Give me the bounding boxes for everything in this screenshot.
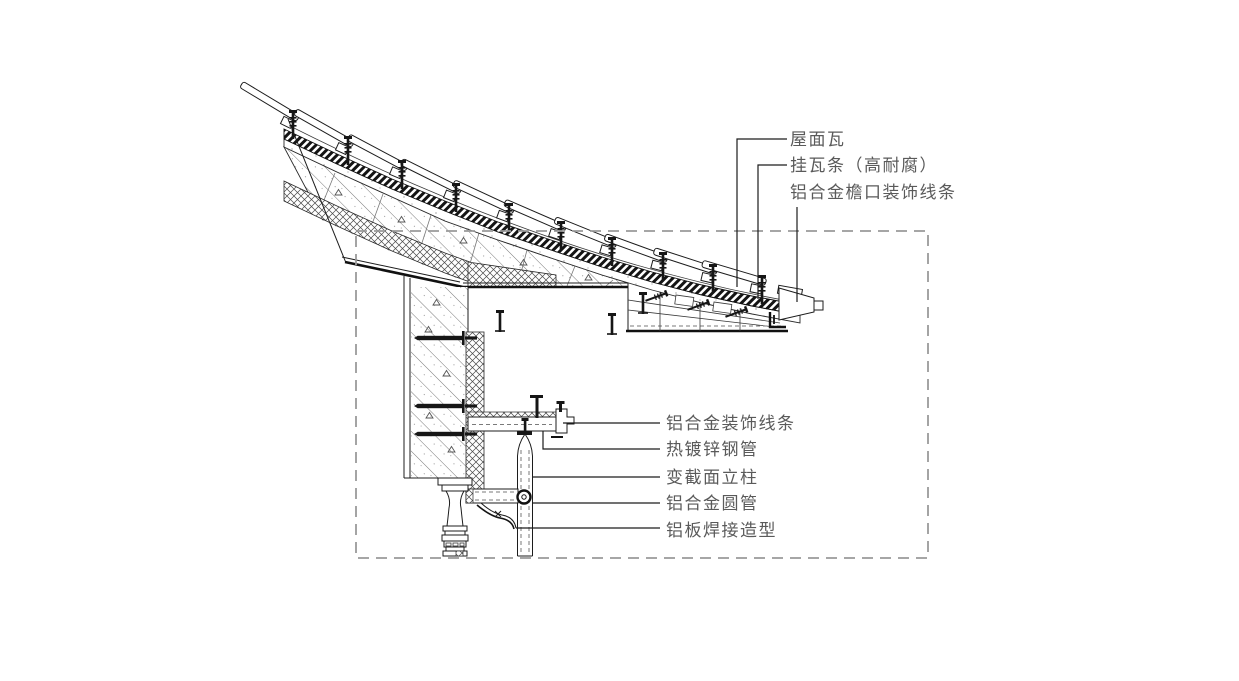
label-alu-tube: 铝合金圆管	[666, 494, 759, 513]
tapered-post	[517, 433, 533, 557]
label-tile-batten: 挂瓦条（高耐腐）	[790, 156, 938, 175]
welded-plate	[476, 502, 517, 530]
leader-roof-tile	[736, 138, 787, 287]
batten-line	[289, 125, 801, 304]
soffit-gap	[284, 202, 470, 288]
horizontal-tube	[465, 488, 519, 504]
cornice-line	[344, 260, 464, 289]
wall-insulation-strip	[465, 331, 485, 491]
round-tube	[516, 489, 532, 505]
leader-lines	[516, 138, 798, 529]
label-column: 变截面立柱	[666, 468, 759, 487]
molded-column	[437, 477, 473, 557]
annotation-labels: 屋面瓦 挂瓦条（高耐腐） 铝合金檐口装饰线条 铝合金装饰线条 热镀锌钢管 变截面…	[666, 130, 957, 540]
eave-box	[494, 283, 824, 336]
label-steel-pipe: 热镀锌钢管	[666, 440, 759, 459]
leader-tile-batten	[757, 164, 787, 299]
deco-trim-profile	[555, 408, 575, 434]
label-welded-plate: 铝板焊接造型	[666, 521, 777, 540]
label-deco-trim: 铝合金装饰线条	[666, 414, 796, 433]
label-eave-trim: 铝合金檐口装饰线条	[790, 183, 957, 202]
wall-concrete	[411, 287, 468, 478]
eave-fascia	[776, 284, 824, 321]
post-assembly	[465, 418, 533, 557]
left-cut-edge	[287, 118, 347, 264]
cornice-line-thin	[341, 256, 461, 283]
label-roof-tile: 屋面瓦	[790, 130, 846, 149]
wall	[403, 276, 485, 491]
gutter-bracket	[768, 312, 786, 329]
leader-steel-pipe	[542, 431, 660, 450]
lower-band	[467, 395, 575, 438]
